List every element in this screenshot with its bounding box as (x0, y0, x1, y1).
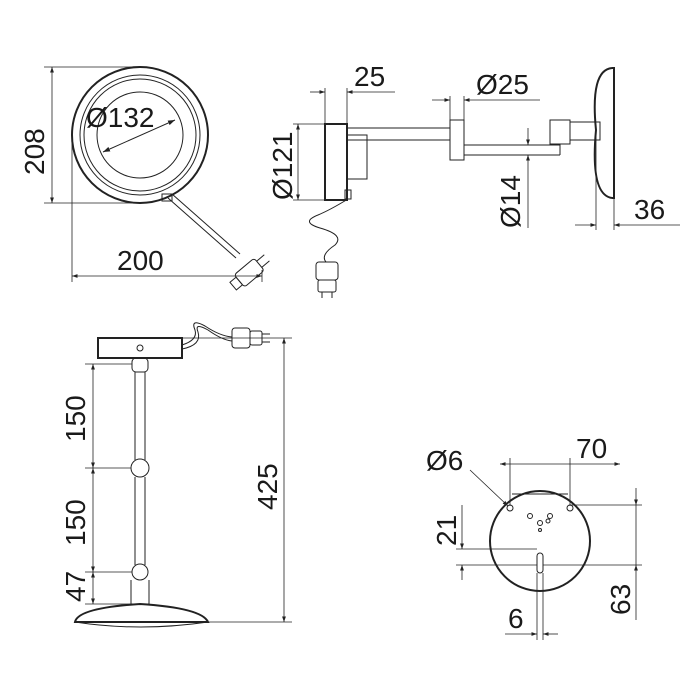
power-cable (167, 197, 237, 259)
dim-70-label: 70 (576, 433, 607, 464)
slot (536, 552, 544, 574)
mirror-profile (593, 67, 613, 199)
dim-14-label: Ø14 (495, 175, 526, 228)
dim-47-label: 47 (60, 571, 91, 602)
base-plate-view: Ø6 70 21 63 6 (426, 433, 642, 640)
hole-center-5 (538, 528, 542, 532)
base-back (346, 134, 368, 180)
wall-base (324, 123, 348, 201)
dim-d25-label: Ø25 (476, 69, 529, 100)
dim-150b-label: 150 (60, 499, 91, 546)
pole-knob-lower (131, 563, 149, 581)
pole-foot (130, 580, 150, 605)
dim-200-label: 200 (117, 245, 164, 276)
hole-center-2 (547, 513, 553, 519)
stand-top-dot (136, 344, 144, 352)
hole-center-3 (537, 520, 543, 526)
stand-base (73, 602, 210, 623)
mirror-head (549, 119, 571, 145)
dim-6-label: Ø6 (426, 445, 463, 476)
diameter-132-label: Ø132 (86, 102, 155, 133)
dim-6-slot-label: 6 (508, 603, 524, 634)
mirror-profile-back (612, 67, 615, 199)
dim-150a-label: 150 (60, 395, 91, 442)
dim-208-label: 208 (19, 128, 50, 175)
base-plate-outer (489, 490, 591, 592)
mirror-ring-2 (83, 78, 197, 192)
hole-center-1 (527, 513, 533, 519)
stand-base-bottom (74, 621, 209, 628)
mirror-outer-ring (71, 66, 209, 204)
diameter-132-line (102, 119, 176, 153)
dim-6-leader (469, 469, 509, 507)
dim-21-label: 21 (431, 515, 462, 546)
cable-joint (161, 193, 173, 202)
dim-121-label: Ø121 (267, 132, 298, 201)
dim-25-label: 25 (354, 61, 385, 92)
head-connector (569, 121, 601, 141)
side-plug-icon (315, 261, 339, 298)
side-cable (309, 198, 349, 263)
dim-63-label: 63 (605, 584, 636, 615)
elbow-joint (449, 119, 465, 161)
dim-36-label: 36 (634, 194, 665, 225)
mirror-inner-ring (79, 74, 201, 196)
front-view: Ø132 208 200 (19, 66, 270, 291)
stand-cable (181, 322, 233, 346)
plug-icon (229, 254, 270, 291)
stand-top-cap (97, 337, 183, 359)
hole-center-4 (545, 518, 551, 524)
pole-knob-middle (130, 458, 150, 478)
mirror-glass (96, 91, 184, 179)
side-view: Ø121 25 Ø25 Ø14 36 (267, 61, 680, 298)
stand-view: 150 150 47 425 (60, 322, 292, 628)
power-cable-2 (171, 193, 241, 255)
stand-joint-top (131, 357, 149, 373)
dim-425-label: 425 (252, 463, 283, 510)
